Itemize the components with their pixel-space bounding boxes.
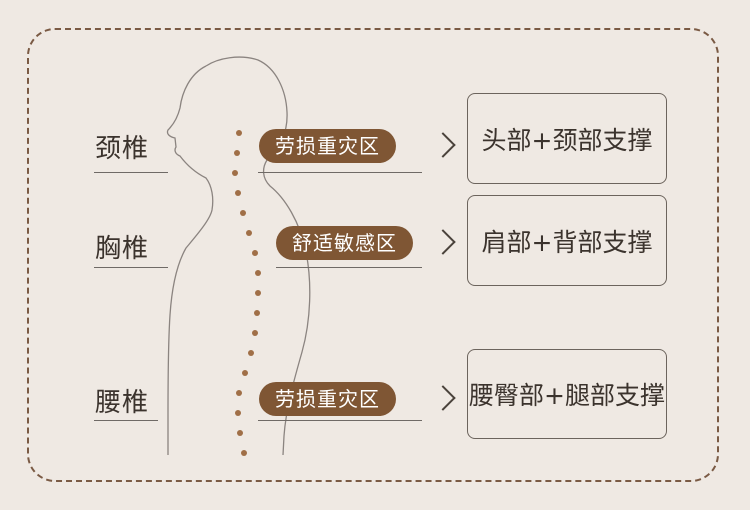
spine-dot bbox=[241, 450, 247, 456]
spine-label-cervical: 颈椎 bbox=[95, 128, 149, 165]
spine-dot bbox=[252, 330, 258, 336]
zone-underline bbox=[276, 267, 422, 268]
spine-dot bbox=[242, 370, 248, 376]
support-box-lumbar: 腰臀部+腿部支撑 bbox=[467, 349, 667, 439]
zone-badge-cervical: 劳损重灾区 bbox=[259, 129, 396, 163]
spine-dot bbox=[255, 290, 261, 296]
label-underline bbox=[94, 420, 158, 421]
spine-dot bbox=[235, 190, 241, 196]
zone-badge-lumbar: 劳损重灾区 bbox=[259, 382, 396, 416]
spine-dot bbox=[232, 170, 238, 176]
body-front-outline bbox=[167, 66, 212, 455]
spine-dot bbox=[252, 250, 258, 256]
spine-dots bbox=[232, 130, 261, 456]
spine-dot bbox=[236, 130, 242, 136]
zone-badge-thoracic: 舒适敏感区 bbox=[276, 226, 413, 260]
spine-dot bbox=[237, 430, 243, 436]
spine-dot bbox=[255, 270, 261, 276]
spine-dot bbox=[246, 230, 252, 236]
label-underline bbox=[94, 267, 168, 268]
zone-underline bbox=[258, 420, 422, 421]
spine-dot bbox=[235, 410, 241, 416]
spine-dot bbox=[236, 390, 242, 396]
spine-dot bbox=[240, 210, 246, 216]
spine-dot bbox=[234, 150, 240, 156]
support-box-cervical: 头部+颈部支撑 bbox=[467, 93, 667, 184]
spine-label-lumbar: 腰椎 bbox=[95, 382, 149, 419]
zone-underline bbox=[258, 172, 422, 173]
spine-dot bbox=[248, 350, 254, 356]
support-box-thoracic: 肩部+背部支撑 bbox=[467, 195, 667, 286]
spine-label-thoracic: 胸椎 bbox=[95, 228, 149, 265]
label-underline bbox=[94, 172, 168, 173]
spine-dot bbox=[254, 310, 260, 316]
